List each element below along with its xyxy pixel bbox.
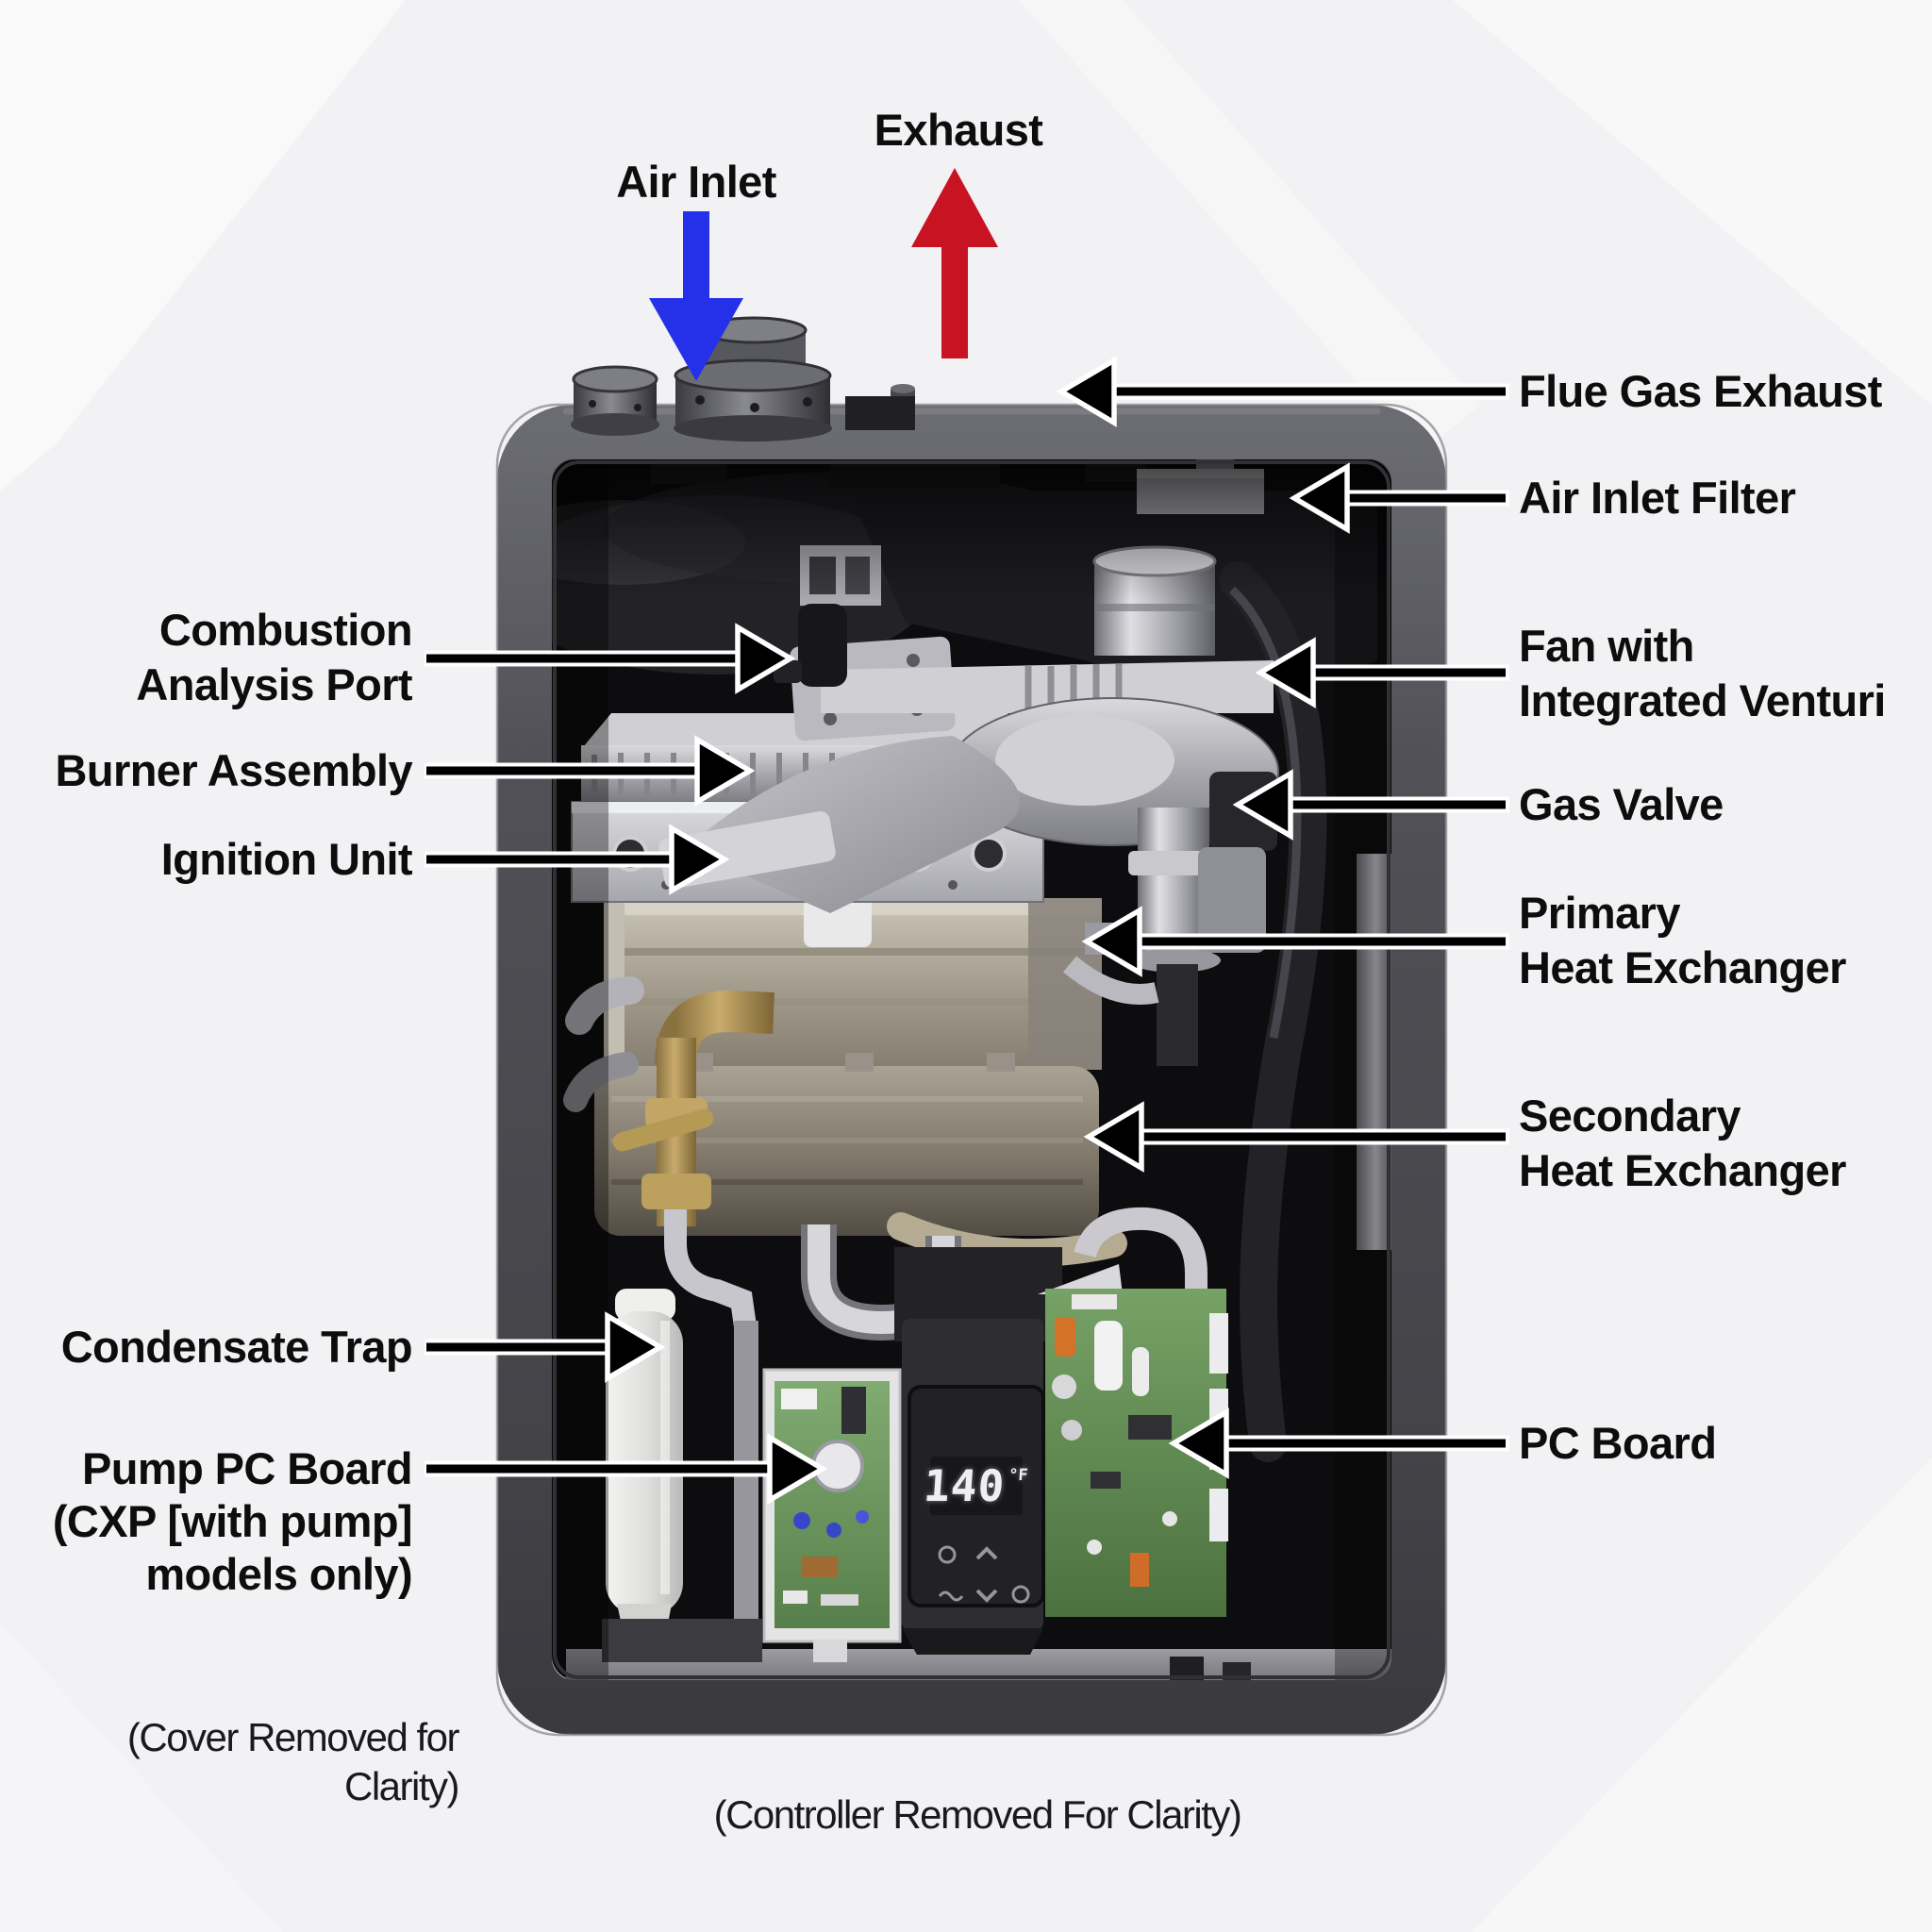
label-exhaust: Exhaust: [874, 105, 1043, 155]
hose-highlight: [1228, 586, 1302, 1039]
arrowhead-icon: [1255, 637, 1316, 708]
air-inlet-pipe: [571, 365, 659, 436]
temperature-display: 140°F: [922, 1460, 1029, 1511]
air-inlet-arrow: [649, 211, 743, 381]
label-combustion-port: Combustion Analysis Port: [136, 605, 412, 709]
arrowhead-icon: [1232, 769, 1293, 841]
label-burner-assembly: Burner Assembly: [55, 745, 413, 795]
label-condensate-trap: Condensate Trap: [60, 1322, 413, 1372]
arrowhead-icon: [669, 824, 730, 895]
top-bracket: [845, 396, 915, 430]
arrowhead-icon: [694, 735, 756, 807]
leader-fan: [1255, 637, 1509, 708]
leader-burner-assembly: [425, 735, 756, 807]
leader-primary-hx: [1081, 906, 1509, 977]
leader-secondary-hx: [1083, 1101, 1509, 1173]
gas-valve-part: [1062, 772, 1277, 1066]
clock-icon: [1011, 1585, 1030, 1604]
unit-interior: [500, 417, 1396, 1732]
arrowhead-icon: [767, 1433, 828, 1505]
sensor-stub-top: [891, 384, 915, 393]
fan-flange: [821, 660, 1274, 713]
exhaust-pipe: [674, 316, 832, 441]
leader-gas-valve: [1232, 769, 1509, 841]
exhaust-arrow: [911, 168, 998, 358]
leader-combustion-port: [425, 623, 796, 694]
label-pump-pc-board: Pump PC Board (CXP [with pump] models on…: [52, 1443, 413, 1599]
leader-flue-gas-exhaust: [1056, 356, 1509, 427]
label-ignition-unit: Ignition Unit: [160, 834, 413, 884]
leader-pump-pc-board: [425, 1433, 828, 1505]
label-secondary-hx: Secondary Heat Exchanger: [1519, 1091, 1846, 1195]
label-flue-gas-exhaust: Flue Gas Exhaust: [1519, 366, 1882, 416]
label-gas-valve: Gas Valve: [1519, 779, 1724, 829]
flame-icon: [938, 1591, 964, 1602]
label-primary-hx: Primary Heat Exchanger: [1519, 888, 1846, 992]
note-controller-removed: (Controller Removed For Clarity): [713, 1792, 1242, 1837]
chrome-elbow: [1074, 1207, 1208, 1313]
label-air-inlet-filter: Air Inlet Filter: [1519, 473, 1796, 523]
arrowhead-icon: [735, 623, 796, 694]
up-arrow-icon: [975, 1546, 998, 1560]
leader-ignition-unit: [425, 824, 730, 895]
arrowhead-icon: [1056, 356, 1117, 427]
drain-pipe: [664, 1209, 758, 1387]
label-fan: Fan with Integrated Venturi: [1519, 621, 1886, 725]
down-arrow-icon: [975, 1589, 998, 1603]
leader-air-inlet-filter: [1289, 462, 1509, 534]
arrowhead-icon: [1289, 462, 1350, 534]
arrowhead-icon: [1083, 1101, 1144, 1173]
controller-screen: [930, 1457, 1023, 1515]
leader-condensate-trap: [425, 1311, 666, 1383]
pump-pc-board-part: [762, 1368, 902, 1662]
arrowhead-icon: [605, 1311, 666, 1383]
label-air-inlet: Air Inlet: [616, 157, 776, 207]
arrowhead-icon: [1081, 906, 1142, 977]
secondary-heat-exchanger-part: [594, 1053, 1208, 1341]
controller-part: [894, 1247, 1062, 1655]
note-cover-removed: (Cover Removed for Clarity): [126, 1715, 460, 1808]
label-pc-board: PC Board: [1519, 1418, 1717, 1468]
leader-pc-board: [1168, 1407, 1509, 1479]
arrowhead-icon: [1168, 1407, 1229, 1479]
